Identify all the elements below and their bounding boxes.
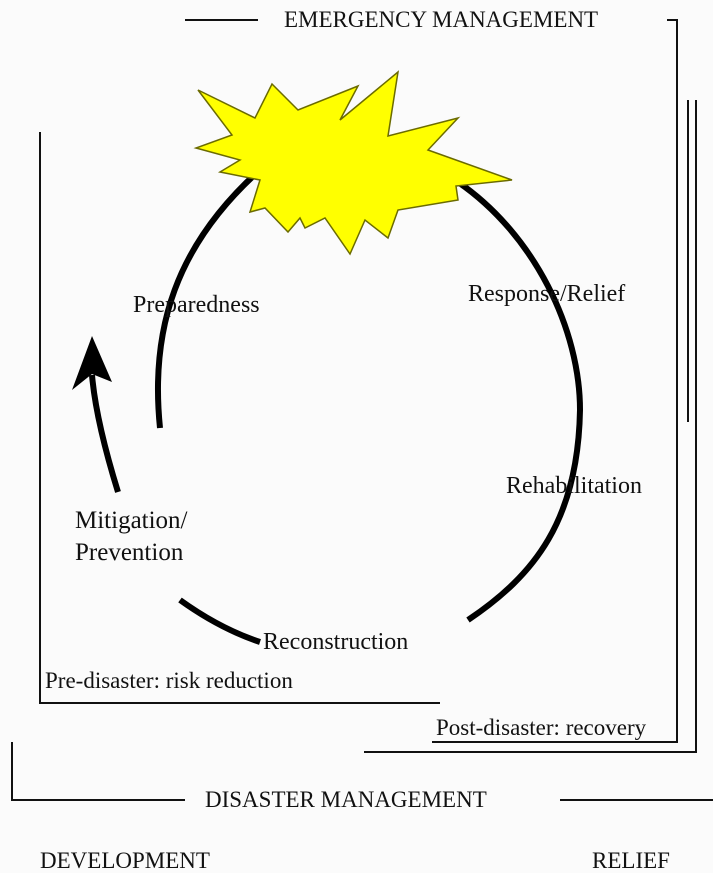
prevention-label: Prevention: [75, 539, 184, 566]
emergency-management-bracket: [185, 19, 678, 743]
disaster-management-label: DISASTER MANAGEMENT: [205, 787, 487, 812]
disaster-burst-icon: [193, 70, 513, 256]
relief-label: RELIEF: [592, 848, 670, 873]
emergency-management-label: EMERGENCY MANAGEMENT: [284, 7, 599, 32]
cycle-arc-top-right: [456, 179, 584, 623]
post-disaster-label: Post-disaster: recovery: [436, 715, 647, 740]
cycle-arc-top-left: [155, 165, 264, 429]
rehabilitation-label: Rehabilitation: [506, 473, 642, 499]
mitigation-arrow-head: [72, 336, 112, 390]
reconstruction-label: Reconstruction: [263, 629, 409, 655]
pre-disaster-label: Pre-disaster: risk reduction: [45, 668, 293, 693]
mitigation-arrow-shaft: [89, 374, 121, 493]
disaster-management-bracket: [11, 742, 713, 801]
response-relief-label: Response/Relief: [468, 281, 626, 307]
cycle-arc-bottom: [178, 597, 261, 645]
preparedness-label: Preparedness: [133, 292, 260, 318]
pre-disaster-bracket: [39, 132, 440, 704]
mitigation-label: Mitigation/: [75, 507, 188, 534]
development-label: DEVELOPMENT: [40, 848, 210, 873]
post-disaster-bracket: [364, 100, 697, 753]
